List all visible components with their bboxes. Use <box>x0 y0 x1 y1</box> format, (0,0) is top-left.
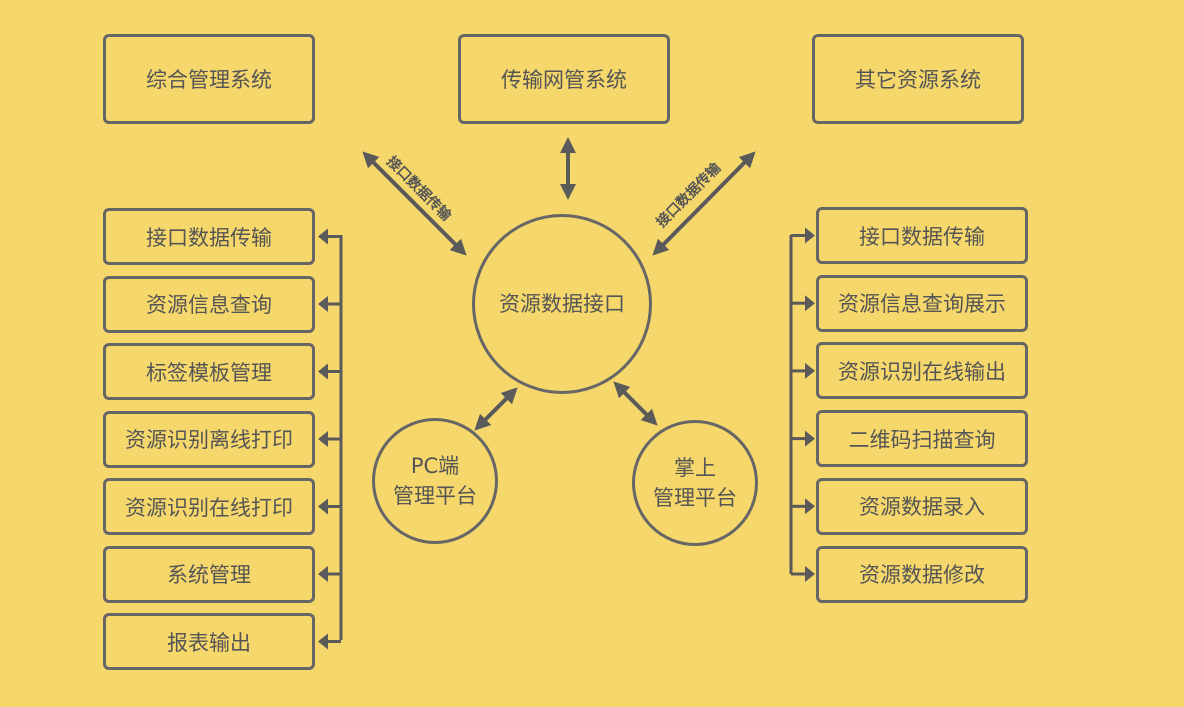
right-item-box: 接口数据传输 <box>816 207 1028 264</box>
system-box-other-label: 其它资源系统 <box>855 68 981 92</box>
left-item-box: 资源识别在线打印 <box>103 478 315 535</box>
right-branch-arrowhead <box>805 227 815 244</box>
right-item-label: 资源信息查询展示 <box>838 292 1006 317</box>
left-item-label: 资源识别离线打印 <box>125 428 293 452</box>
mobile-line1: 掌上 <box>674 456 716 480</box>
hub-circle: 资源数据接口 <box>472 214 652 394</box>
pc-platform-circle: PC端 管理平台 <box>372 418 498 544</box>
right-branch-arrowhead <box>805 362 815 379</box>
left-item-label: 资源识别在线打印 <box>125 495 293 520</box>
arrow-right-diagonal <box>652 151 756 256</box>
left-item-box: 系统管理 <box>103 545 315 603</box>
left-item-label: 标签模板管理 <box>146 360 272 385</box>
left-connector-label: 接口数据传输 <box>383 153 455 225</box>
left-branch-arrowhead <box>318 431 328 447</box>
right-bracket-branches <box>791 227 815 582</box>
left-branch-arrowhead <box>318 566 328 582</box>
left-item-label: 接口数据传输 <box>146 225 272 250</box>
right-item-box: 资源数据录入 <box>816 477 1028 535</box>
right-item-label: 接口数据传输 <box>859 224 985 249</box>
arrow-left-diagonal <box>362 151 467 256</box>
left-item-label: 资源信息查询 <box>146 293 272 317</box>
left-bracket-branches <box>318 228 341 650</box>
left-branch-arrowhead <box>318 228 328 245</box>
right-item-box: 资源数据修改 <box>816 545 1028 603</box>
left-item-box: 资源识别离线打印 <box>103 410 315 468</box>
system-box-integrated-label: 综合管理系统 <box>146 68 272 92</box>
right-branch-arrowhead <box>805 566 815 582</box>
right-branch-arrowhead <box>805 295 815 312</box>
arrow-hub-mobile <box>613 381 658 426</box>
left-item-box: 资源信息查询 <box>103 275 315 333</box>
pc-line1: PC端 <box>410 454 460 478</box>
left-item-box: 接口数据传输 <box>103 208 315 265</box>
mobile-platform-circle: 掌上 管理平台 <box>632 420 758 546</box>
system-box-other: 其它资源系统 <box>812 34 1024 124</box>
hub-label: 资源数据接口 <box>499 292 625 316</box>
pc-line2: 管理平台 <box>393 484 477 508</box>
right-item-label: 二维码扫描查询 <box>848 427 996 452</box>
mobile-line2: 管理平台 <box>653 486 737 510</box>
right-item-box: 资源识别在线输出 <box>816 342 1028 400</box>
right-item-label: 资源数据录入 <box>859 495 985 520</box>
left-item-label: 系统管理 <box>167 563 251 587</box>
left-branch-arrowhead <box>318 296 328 312</box>
left-item-box: 标签模板管理 <box>103 343 315 400</box>
right-item-label: 资源数据修改 <box>859 563 985 587</box>
right-item-label: 资源识别在线输出 <box>838 359 1006 384</box>
right-item-box: 资源信息查询展示 <box>816 274 1028 332</box>
system-box-transmission: 传输网管系统 <box>458 34 670 124</box>
system-box-integrated: 综合管理系统 <box>103 34 315 124</box>
arrow-hub-pc <box>474 387 518 431</box>
left-branch-arrowhead <box>318 498 328 515</box>
left-branch-arrowhead <box>318 363 328 380</box>
left-item-box: 报表输出 <box>103 613 315 670</box>
right-branch-arrowhead <box>805 430 815 447</box>
system-box-transmission-label: 传输网管系统 <box>501 68 627 92</box>
right-item-box: 二维码扫描查询 <box>816 410 1028 468</box>
left-item-label: 报表输出 <box>167 630 251 655</box>
left-branch-arrowhead <box>318 633 328 650</box>
right-branch-arrowhead <box>805 498 815 515</box>
